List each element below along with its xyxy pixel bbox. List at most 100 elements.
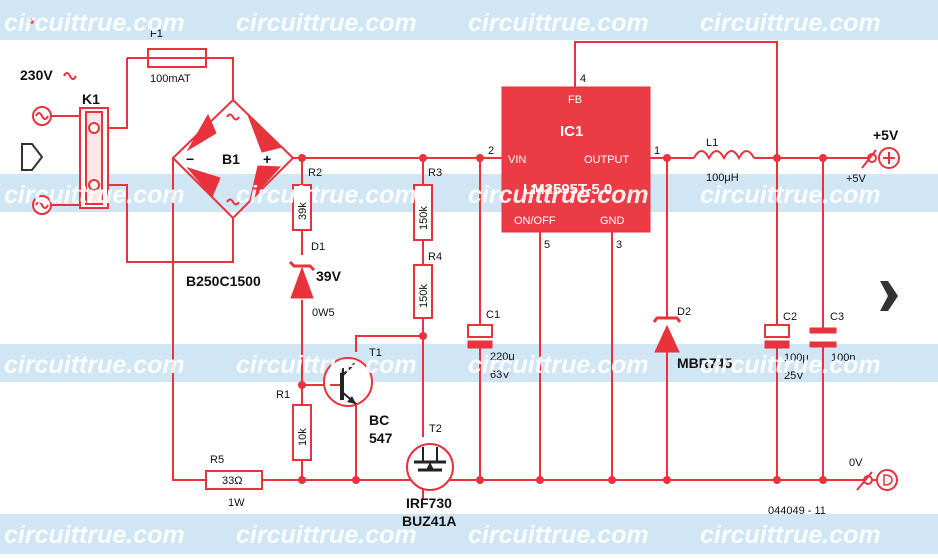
junction-dot — [819, 154, 827, 162]
c2-label: C2 — [783, 311, 797, 323]
b1-ac-mark-icon — [226, 113, 240, 121]
b1-part: B250C1500 — [186, 273, 261, 289]
f1-value: 100mAT — [150, 73, 191, 85]
inductor-l1: L1 100μH — [693, 137, 755, 184]
t1-part-2: 547 — [369, 430, 393, 446]
r5-power: 1W — [228, 497, 245, 509]
wires — [108, 41, 884, 500]
zero-symbol-icon — [876, 469, 898, 491]
r4-body — [413, 264, 433, 319]
c3-plate-top — [809, 327, 837, 334]
red-marker — [28, 18, 34, 24]
c3-value: 100n — [831, 352, 855, 364]
output-arrow-icon — [880, 281, 898, 311]
junction-dot — [419, 154, 427, 162]
b1-label: B1 — [222, 151, 240, 167]
b1-minus: − — [186, 151, 194, 167]
r1-value: 10k — [297, 428, 309, 446]
k1-label: K1 — [82, 91, 100, 107]
resistor-r4: R4 150k — [413, 251, 442, 319]
fuse-f1: F1 100mAT — [147, 28, 207, 85]
c2-plate-negative — [764, 340, 790, 349]
watermark-band — [0, 344, 938, 382]
ic1-pin-number-1: 1 — [654, 145, 660, 157]
r4-label: R4 — [428, 251, 442, 263]
bridge-rectifier-b1: − + B1 B250C1500 — [171, 98, 295, 289]
ic1-pin-number-3: 3 — [616, 239, 622, 251]
r2-body — [292, 184, 312, 231]
k1-screw — [88, 179, 100, 191]
junction-dot — [663, 154, 671, 162]
d1-power: 0W5 — [312, 307, 335, 319]
watermark: circuittrue.com — [468, 351, 649, 379]
c1-plate-negative — [467, 340, 493, 349]
resistor-r5: R5 33Ω 1W — [205, 454, 263, 509]
drawing-number: 044049 - 11 — [768, 505, 826, 517]
ic1-pin-vin: VIN — [508, 154, 526, 166]
b1-diode — [249, 165, 282, 202]
capacitor-c3: C3 100n — [809, 311, 855, 364]
r4-value: 150k — [418, 284, 430, 308]
c3-plate-bottom — [809, 341, 837, 348]
r5-label: R5 — [210, 454, 224, 466]
t1-label: T1 — [369, 347, 382, 359]
watermark: circuittrue.com — [468, 521, 649, 549]
r5-value: 33Ω — [222, 475, 242, 487]
k1-screw — [88, 122, 100, 134]
b1-ac-mark-icon — [226, 198, 240, 206]
c1-label: C1 — [486, 309, 500, 321]
l1-value: 100μH — [706, 172, 739, 184]
t1-part-1: BC — [369, 412, 389, 428]
mains-input: 230V — [20, 18, 80, 215]
watermark-band — [0, 514, 938, 554]
capacitor-c2: C2 100μ 25V — [764, 311, 809, 382]
ac-tilde-icon — [63, 72, 77, 80]
transistor-t1: T1 BC 547 — [323, 347, 393, 446]
watermark: circuittrue.com — [468, 9, 649, 37]
watermark: circuittrue.com — [236, 9, 417, 37]
r2-value: 39k — [297, 202, 309, 220]
watermark: circuittrue.com — [4, 181, 185, 209]
c1-plate-positive — [467, 324, 493, 338]
r1-body — [292, 404, 312, 461]
t2-arrow-icon — [426, 462, 434, 470]
watermark: circuittrue.com — [4, 521, 185, 549]
output-plus-label: +5V — [873, 127, 899, 143]
mains-voltage-label: 230V — [20, 67, 53, 83]
junction-dot — [536, 476, 544, 484]
watermark: circuittrue.com — [700, 351, 881, 379]
r5-body — [205, 470, 263, 490]
junction-dot — [773, 476, 781, 484]
t2-label: T2 — [429, 423, 442, 435]
output-zero-label: 0V — [849, 457, 863, 469]
ac-wave-icon — [35, 201, 49, 209]
d2-triangle — [654, 324, 680, 353]
c3-label: C3 — [830, 311, 844, 323]
d2-part: MBR745 — [677, 355, 732, 371]
junction-dot — [352, 476, 360, 484]
ic1-part: LM2595T-5.0 — [523, 181, 612, 198]
watermark: circuittrue.com — [700, 181, 881, 209]
junction-dot — [476, 154, 484, 162]
t1-body — [323, 357, 373, 407]
ic1-pin-gnd: GND — [600, 215, 625, 227]
junction-dot — [419, 332, 427, 340]
c2-voltage: 25V — [784, 370, 804, 382]
junction-dot — [663, 476, 671, 484]
watermark: circuittrue.com — [236, 181, 417, 209]
watermark: circuittrue.com — [4, 9, 185, 37]
ic1-pin-onoff: ON/OFF — [514, 215, 556, 227]
terminal-block-k1: K1 — [79, 91, 109, 209]
c2-value: 100μ — [784, 352, 809, 364]
b1-diode — [186, 167, 221, 198]
r3-label: R3 — [428, 167, 442, 179]
c1-voltage: 63V — [490, 369, 510, 381]
b1-diode — [247, 114, 284, 153]
b1-plus: + — [263, 151, 271, 167]
resistor-r3: R3 150k — [413, 167, 442, 241]
input-arrow-icon — [21, 143, 44, 171]
b1-diode — [186, 113, 217, 152]
d1-bar — [288, 260, 316, 272]
c1-value: 220μ — [490, 351, 515, 363]
